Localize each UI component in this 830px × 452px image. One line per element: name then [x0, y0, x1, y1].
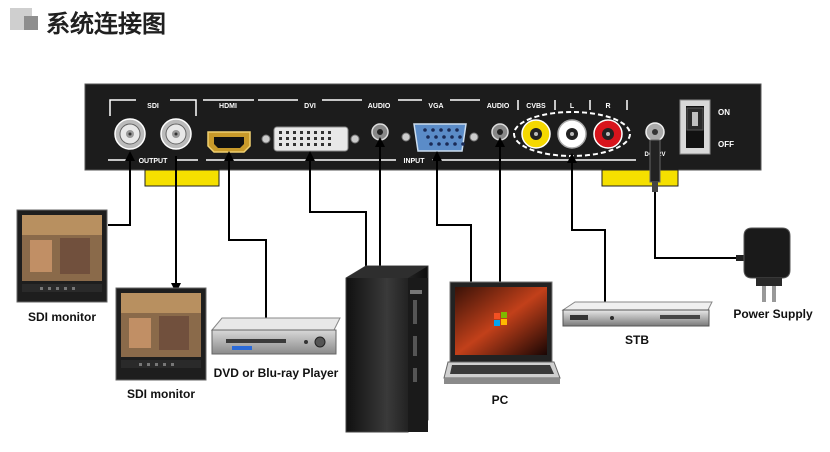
sdi-monitor-1 [16, 209, 108, 303]
dvi-pin [307, 131, 310, 134]
title-decoration-dark [24, 16, 38, 30]
sdi-monitor-2 [115, 287, 207, 381]
rca-cvbs-yellow [521, 119, 551, 149]
label-l: L [570, 103, 575, 110]
rca-audio-white [557, 119, 587, 149]
dvi-pin [286, 131, 289, 134]
sdi-bnc-connector-2 [160, 118, 192, 150]
vga-pin [450, 135, 454, 139]
label-audio-2: AUDIO [487, 103, 510, 110]
label-sdi: SDI [147, 103, 159, 110]
dvi-pin [321, 137, 324, 140]
set-top-box [561, 301, 713, 327]
vga-pin [437, 142, 441, 146]
vga-pin [434, 135, 438, 139]
dvi-pin [307, 137, 310, 140]
rca-audio-red [593, 119, 623, 149]
vga-port [401, 123, 479, 152]
dvi-pin [321, 143, 324, 146]
yellow-foot-right [601, 169, 679, 187]
laptop-pc [443, 281, 561, 384]
cable-sdi-1 [108, 151, 135, 226]
dvi-pins [279, 131, 331, 146]
vga-pin [429, 142, 433, 146]
dvi-pin [293, 143, 296, 146]
dvi-pin [293, 131, 296, 134]
dvi-pin [300, 137, 303, 140]
dvi-pin [307, 143, 310, 146]
dvi-pin [314, 143, 317, 146]
caption-sdi-monitor-1: SDI monitor [28, 310, 96, 324]
vga-pin [423, 128, 427, 132]
dvi-pin [279, 137, 282, 140]
label-hdmi: HDMI [219, 103, 237, 110]
dvi-pin [300, 131, 303, 134]
dc-power-jack [645, 122, 665, 142]
vga-pin [439, 128, 443, 132]
windows-logo-icon [494, 312, 507, 326]
power-adapter [736, 227, 791, 302]
sdi-bnc-connector-1 [114, 118, 146, 150]
dvi-pin [328, 131, 331, 134]
label-cvbs: CVBS [526, 103, 546, 110]
caption-sdi-monitor-2: SDI monitor [127, 387, 195, 401]
vga-pins [423, 128, 465, 146]
dvi-pin [300, 143, 303, 146]
vga-pin [447, 128, 451, 132]
audio-jack-2 [491, 123, 509, 141]
vga-pin [453, 142, 457, 146]
dvd-player [210, 317, 341, 355]
dvi-pin [279, 131, 282, 134]
yellow-foot-left [144, 169, 220, 187]
label-input: INPUT [404, 158, 426, 165]
dvi-pin [328, 137, 331, 140]
dvi-pin [314, 137, 317, 140]
vga-pin [442, 135, 446, 139]
caption-stb: STB [625, 333, 649, 347]
dvi-port [261, 126, 360, 152]
vga-pin [458, 135, 462, 139]
label-output: OUTPUT [139, 158, 169, 165]
dvi-pin [279, 143, 282, 146]
label-dvi: DVI [304, 103, 316, 110]
caption-pc: PC [492, 393, 509, 407]
vga-pin [461, 142, 465, 146]
vga-pin [445, 142, 449, 146]
pc-tower [345, 265, 429, 433]
label-off: OFF [718, 140, 734, 149]
dvi-pin [293, 137, 296, 140]
dvi-pin [314, 131, 317, 134]
device-panel: SDI HDMI DVI AUDIO VGA AUDIO CVBS L R OU… [84, 83, 762, 187]
label-on: ON [718, 108, 730, 117]
vga-pin [426, 135, 430, 139]
caption-power-supply: Power Supply [733, 307, 813, 321]
cable-vga [432, 151, 472, 282]
dvi-pin [328, 143, 331, 146]
power-switch [679, 99, 711, 155]
caption-dvd-player: DVD or Blu-ray Player [214, 366, 339, 380]
label-vga: VGA [428, 103, 443, 110]
vga-pin [431, 128, 435, 132]
label-audio-1: AUDIO [368, 103, 391, 110]
cable-av-stb [567, 153, 606, 302]
page-title: 系统连接图 [46, 10, 166, 38]
label-r: R [605, 103, 610, 110]
dvi-pin [286, 143, 289, 146]
dvi-pin [321, 131, 324, 134]
cable-hdmi [224, 151, 267, 318]
cable-dvi [305, 151, 367, 278]
dc-plug [649, 139, 661, 192]
dvi-pin [286, 137, 289, 140]
hdmi-port [207, 131, 251, 153]
vga-pin [455, 128, 459, 132]
audio-jack-1 [371, 123, 389, 141]
